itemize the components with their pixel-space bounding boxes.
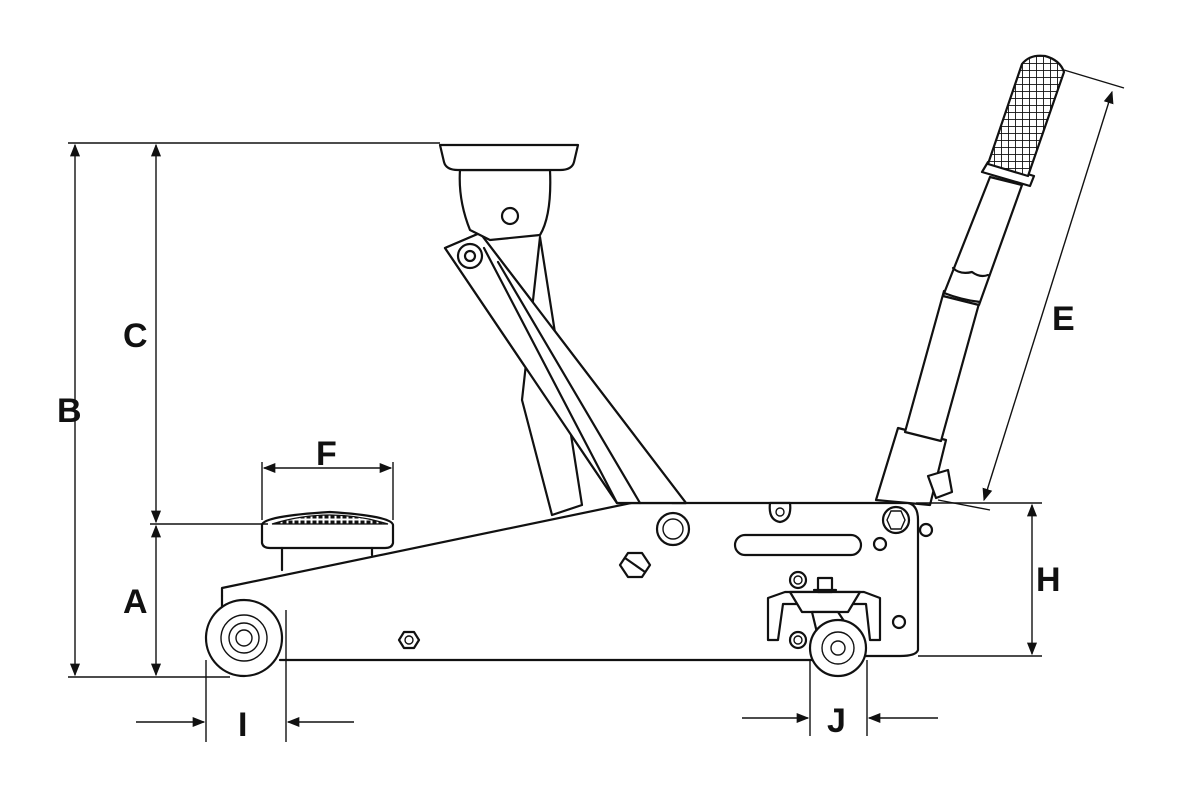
rear-hole [872,536,888,552]
caster-bolt-bottom [788,630,808,650]
label-i: I [238,706,247,744]
pump-pivot-inner [662,518,684,540]
label-b: B [57,392,82,430]
label-j: J [827,702,846,740]
lift-arm-inner-2 [496,260,642,505]
jack-drawing [204,54,1066,678]
saddle-cup [438,143,580,172]
dimension-e [982,90,1114,502]
front-wheel-hub [228,622,260,654]
caster-bolt-top-center [793,575,803,585]
lift-pad-grip [271,514,389,525]
extension-handle-base [937,499,991,511]
socket-pin [918,522,934,538]
handle-grip [986,54,1066,178]
front-wheel-rim [220,614,268,662]
saddle-pin [500,206,520,226]
label-a: A [123,583,148,621]
rear-wheel [808,618,868,678]
lift-arm-inner [482,246,619,505]
frame-nut [397,630,421,650]
handle-joint [942,291,982,304]
pump-pivot [655,511,691,547]
top-notch-hole [775,507,785,517]
rear-wheel-axle [830,640,846,656]
handle-lower-tube [903,289,982,443]
handle-socket [874,426,948,507]
release-nut-slot [623,556,647,574]
socket-bolt-head [886,510,906,530]
rear-bolt [891,614,907,630]
caster-bolt-bottom-center [793,635,803,645]
caster-nut [816,576,834,594]
lift-arm-front [443,231,688,505]
handle-upper-tube [941,175,1024,307]
label-f: F [316,435,337,473]
handle-latch [926,468,954,500]
saddle-post [458,168,552,242]
frame-nut-hole [404,635,414,645]
front-wheel-axle [235,629,253,647]
extension-handle-top [1063,69,1125,89]
dimension-labels: B C A F E H I J [57,300,1075,744]
front-wheel [204,598,284,678]
top-notch [768,501,792,524]
arm-pivot-center [463,249,477,263]
caster-bolt-top [788,570,808,590]
label-c: C [123,317,148,355]
side-slot [733,533,863,557]
caster-plate [788,590,862,614]
dimension-lines [68,69,1125,742]
label-h: H [1036,561,1061,599]
rear-wheel-rim [821,631,855,665]
label-e: E [1052,300,1075,338]
